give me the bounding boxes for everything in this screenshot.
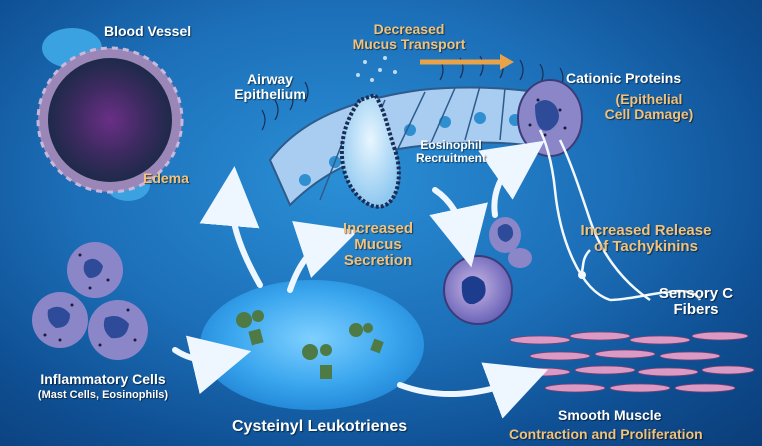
tachykinins-line: of Tachykinins [562,239,730,255]
cysteinyl-leukotrienes-label: Cysteinyl Leukotrienes [232,419,407,436]
eosinophil-recruitment-label: Eosinophil Recruitment [408,139,494,164]
cationic-protein-cell [518,80,582,156]
mucus-line: Mucus [332,237,424,253]
secretion-line: Secretion [332,253,424,269]
increased-line: Increased [332,221,424,237]
cationic-proteins-label: Cationic Proteins [566,71,681,86]
eosinophil-line: Eosinophil [408,139,494,152]
increased-mucus-secretion-label: Increased Mucus Secretion [332,221,424,268]
decreased-mucus-transport-label: Decreased Mucus Transport [346,22,472,51]
sensory-c-fibers [540,130,700,300]
leukotriene-ellipse [200,280,424,410]
increased-release-line: Increased Release [562,223,730,239]
sensory-c-line: Sensory C [646,286,746,302]
epithelial-line: (Epithelial [583,92,715,107]
increased-release-tachykinins-label: Increased Release of Tachykinins [562,223,730,255]
inflammatory-cells [32,242,148,360]
inflammatory-cells-line: Inflammatory Cells [8,372,198,387]
airway-line: Airway [228,72,312,87]
inflammatory-cells-label: Inflammatory Cells (Mast Cells, Eosinoph… [8,372,198,401]
decreased-line: Decreased [346,22,472,37]
contraction-proliferation-label: Contraction and Proliferation [509,427,703,442]
inflammatory-cells-sub: (Mast Cells, Eosinophils) [8,390,198,402]
cell-damage-line: Cell Damage) [583,107,715,122]
sensory-c-fibers-label: Sensory C Fibers [646,286,746,318]
fibers-line: Fibers [646,302,746,318]
smooth-muscle-label: Smooth Muscle [558,408,661,423]
mucus-transport-line: Mucus Transport [346,37,472,52]
airway-epithelium-label: Airway Epithelium [228,72,312,101]
blood-vessel-label: Blood Vessel [104,24,191,39]
smooth-muscle [510,332,754,392]
epithelial-damage-label: (Epithelial Cell Damage) [583,92,715,121]
epithelium-line: Epithelium [228,87,312,102]
recruitment-line: Recruitment [408,152,494,165]
recruiting-eosinophils [444,217,532,324]
edema-label: Edema [143,171,189,186]
